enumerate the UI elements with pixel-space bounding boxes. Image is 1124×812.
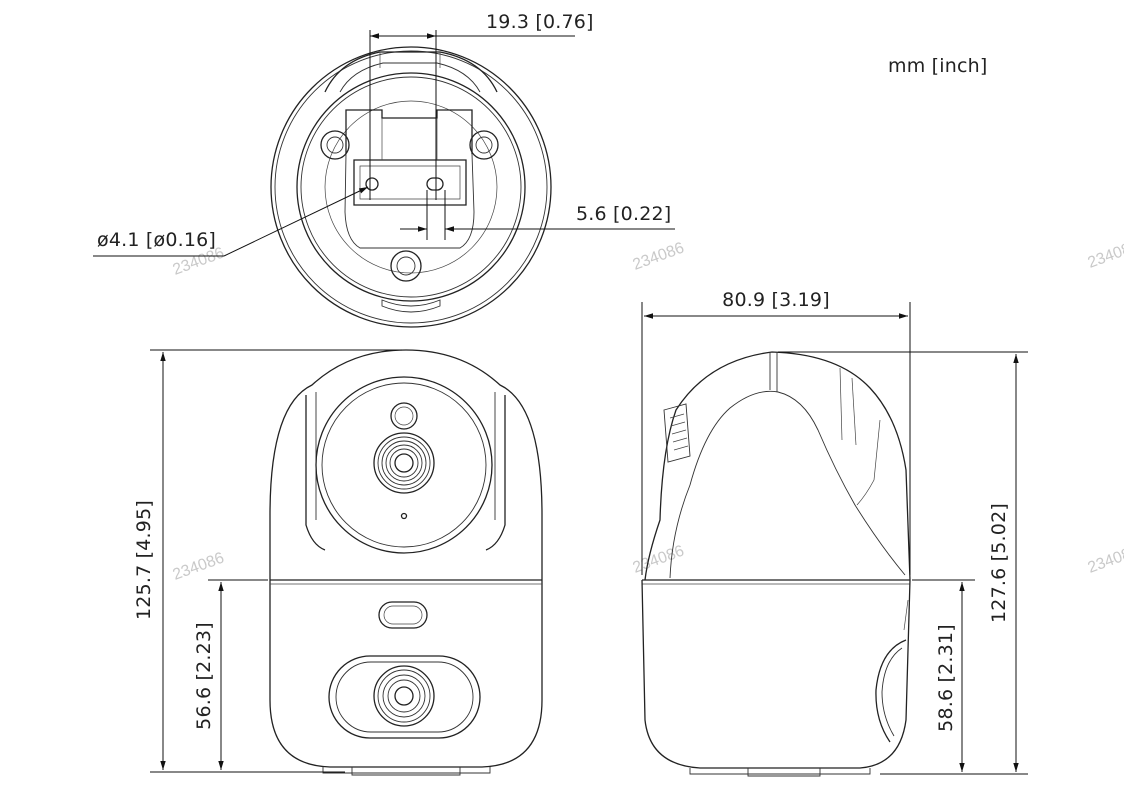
dim-side-width: 80.9 [3.19] (722, 289, 830, 311)
units-label: mm [inch] (888, 55, 988, 77)
dim-front-height: 125.7 [4.95] (133, 500, 155, 620)
dim-front-base-height: 56.6 [2.23] (193, 622, 215, 730)
watermark: 234086 (171, 549, 227, 583)
watermarks: 234086 234086 234086 234086 234086 23408… (171, 237, 1124, 583)
side-view: 80.9 [3.19] 127.6 [5.02] 58.6 [2.31] (641, 289, 1028, 777)
watermark: 234086 (1086, 237, 1124, 271)
watermark: 234086 (631, 542, 687, 576)
front-view: 125.7 [4.95] 56.6 [2.23] (133, 349, 543, 776)
dim-side-base-height: 58.6 [2.31] (935, 624, 957, 732)
top-view: 19.3 [0.76] ø4.1 [ø0.16] 5.6 [0.22] (93, 11, 675, 328)
dim-side-height: 127.6 [5.02] (988, 503, 1010, 623)
watermark: 234086 (631, 239, 687, 273)
dim-top-slot-width: 19.3 [0.76] (486, 11, 594, 33)
dim-top-hole-offset: 5.6 [0.22] (576, 203, 671, 225)
watermark: 234086 (1086, 542, 1124, 576)
dim-top-hole-dia: ø4.1 [ø0.16] (97, 229, 216, 251)
